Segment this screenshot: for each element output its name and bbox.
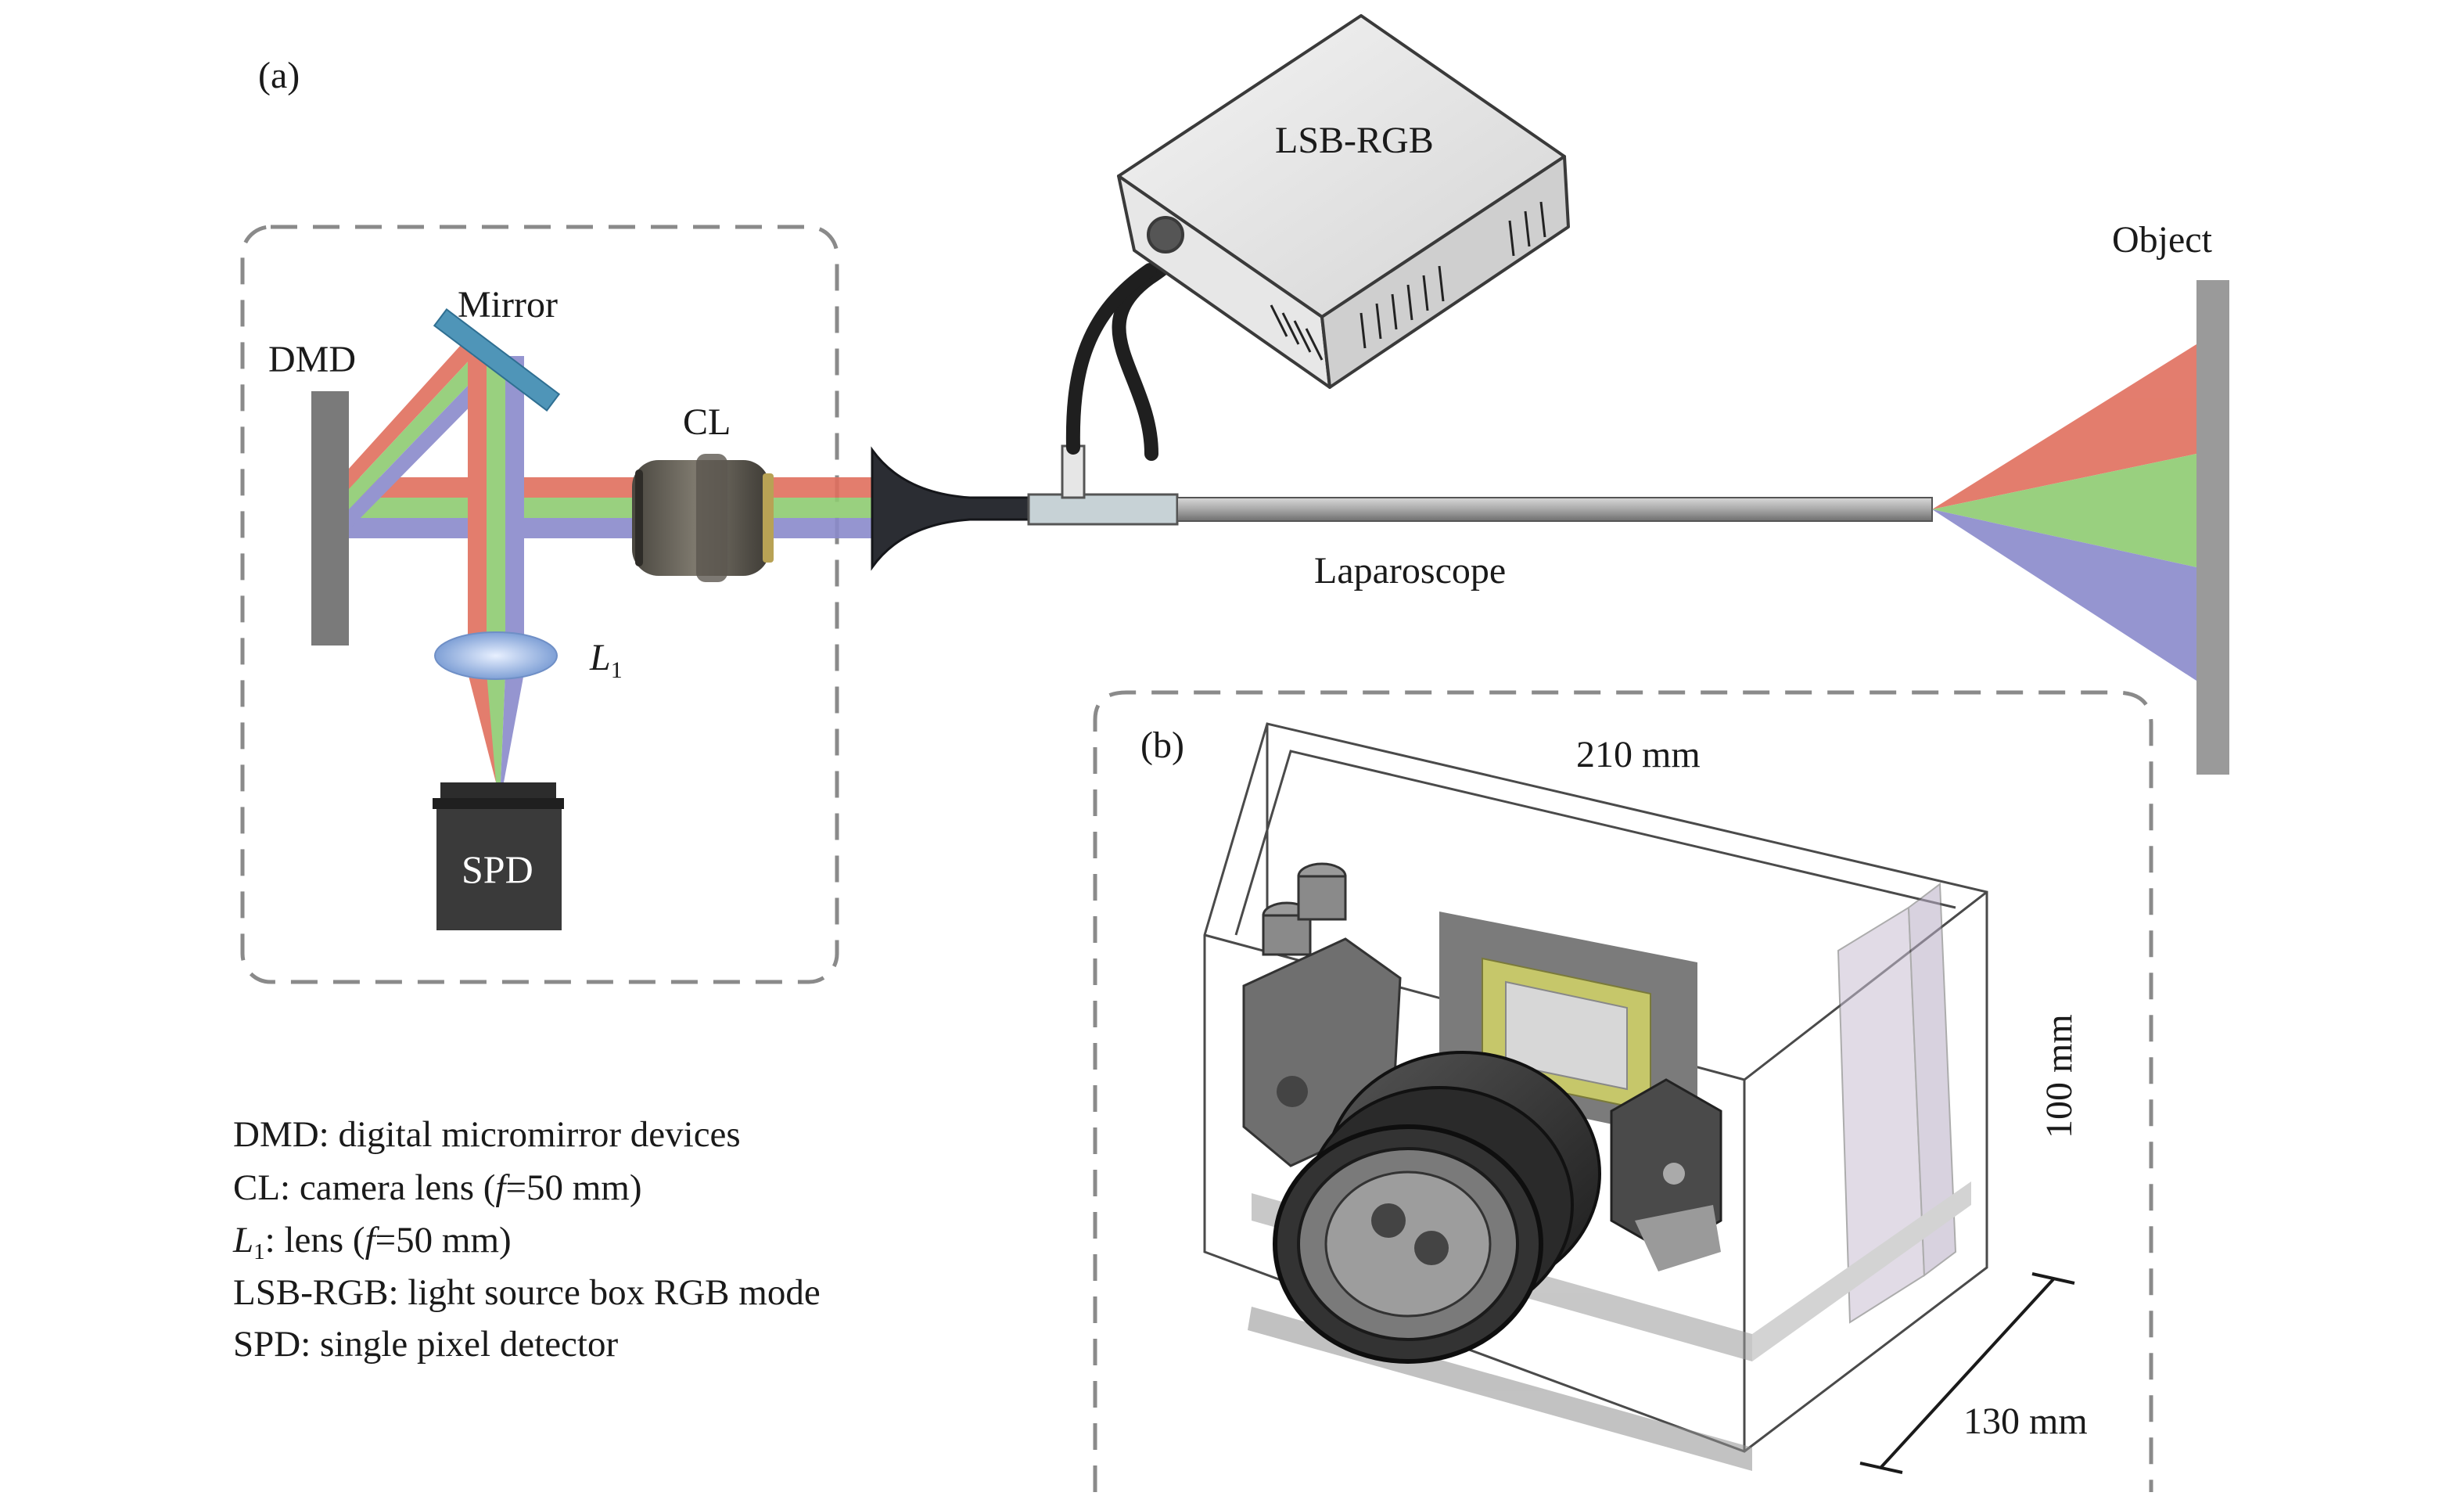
- panel-b-label: (b): [1140, 725, 1184, 766]
- legend-l1: L1: lens (f=50 mm): [232, 1220, 512, 1264]
- l1-label: L1: [589, 637, 623, 683]
- legend-spd: SPD: single pixel detector: [233, 1324, 618, 1365]
- dmd-label: DMD: [268, 339, 356, 380]
- beam-green-vertical: [487, 356, 505, 638]
- beam-blue-focus: [501, 673, 524, 782]
- beam-red-diagonal: [348, 344, 473, 490]
- legend-dmd: DMD: digital micromirror devices: [233, 1114, 741, 1155]
- optics-module-dashed-box: [240, 225, 839, 984]
- panel-a-label: (a): [258, 55, 300, 96]
- mirror-element: [433, 308, 561, 412]
- laparoscope-eyepiece: [871, 446, 1034, 571]
- width-dimension: 210 mm: [1576, 734, 1701, 775]
- beam-green-diagonal: [348, 356, 485, 510]
- mirror-label: Mirror: [458, 284, 558, 325]
- legend: DMD: digital micromirror devices CL: cam…: [232, 1114, 821, 1365]
- beam-red-focus: [468, 673, 501, 782]
- box-vents-side: [1360, 201, 1546, 349]
- beam-red-vertical: [468, 356, 487, 638]
- camera-lens-cl: [632, 454, 774, 582]
- beam-green-focus: [487, 673, 505, 782]
- panel-b-dashed-box: [1093, 690, 2153, 1492]
- fan-green: [1932, 454, 2196, 567]
- lsb-label: LSB-RGB: [1275, 120, 1434, 161]
- lens-l1: [434, 631, 558, 680]
- beam-blue-diagonal: [348, 368, 497, 530]
- box-vents-front: [1270, 304, 1324, 361]
- beam-blue-horizontal: [348, 518, 872, 538]
- beam-blue-vertical: [505, 356, 524, 638]
- object-label: Object: [2112, 219, 2213, 261]
- depth-dimension-line: [1859, 1272, 2075, 1474]
- spd-label: SPD: [462, 847, 533, 891]
- beam-green-horizontal: [348, 498, 872, 518]
- laparoscope-label: Laparoscope: [1314, 550, 1506, 592]
- single-pixel-detector: [433, 782, 564, 930]
- laparoscope-tube: [1176, 497, 1933, 522]
- projection-fan: [1932, 344, 2196, 681]
- cl-label: CL: [683, 401, 731, 443]
- fan-red: [1932, 344, 2196, 509]
- legend-cl: CL: camera lens (f=50 mm): [233, 1167, 641, 1208]
- large-camera-lens-b: [1273, 1051, 1601, 1364]
- beam-red-horizontal: [348, 477, 872, 498]
- box-output-port: [1147, 216, 1184, 254]
- light-source-box: [1117, 14, 1570, 389]
- height-dimension: 100 mm: [2038, 1014, 2080, 1138]
- dmd-device: [311, 391, 349, 646]
- legend-lsb: LSB-RGB: light source box RGB mode: [233, 1272, 821, 1313]
- light-guide-cable-lower: [1065, 263, 1157, 455]
- rgb-beams: [348, 344, 872, 782]
- fan-blue: [1932, 509, 2196, 681]
- light-port: [1027, 493, 1179, 526]
- object-screen: [2196, 280, 2229, 775]
- depth-dimension: 130 mm: [1963, 1401, 2088, 1442]
- small-camera-b: [1610, 1078, 1722, 1271]
